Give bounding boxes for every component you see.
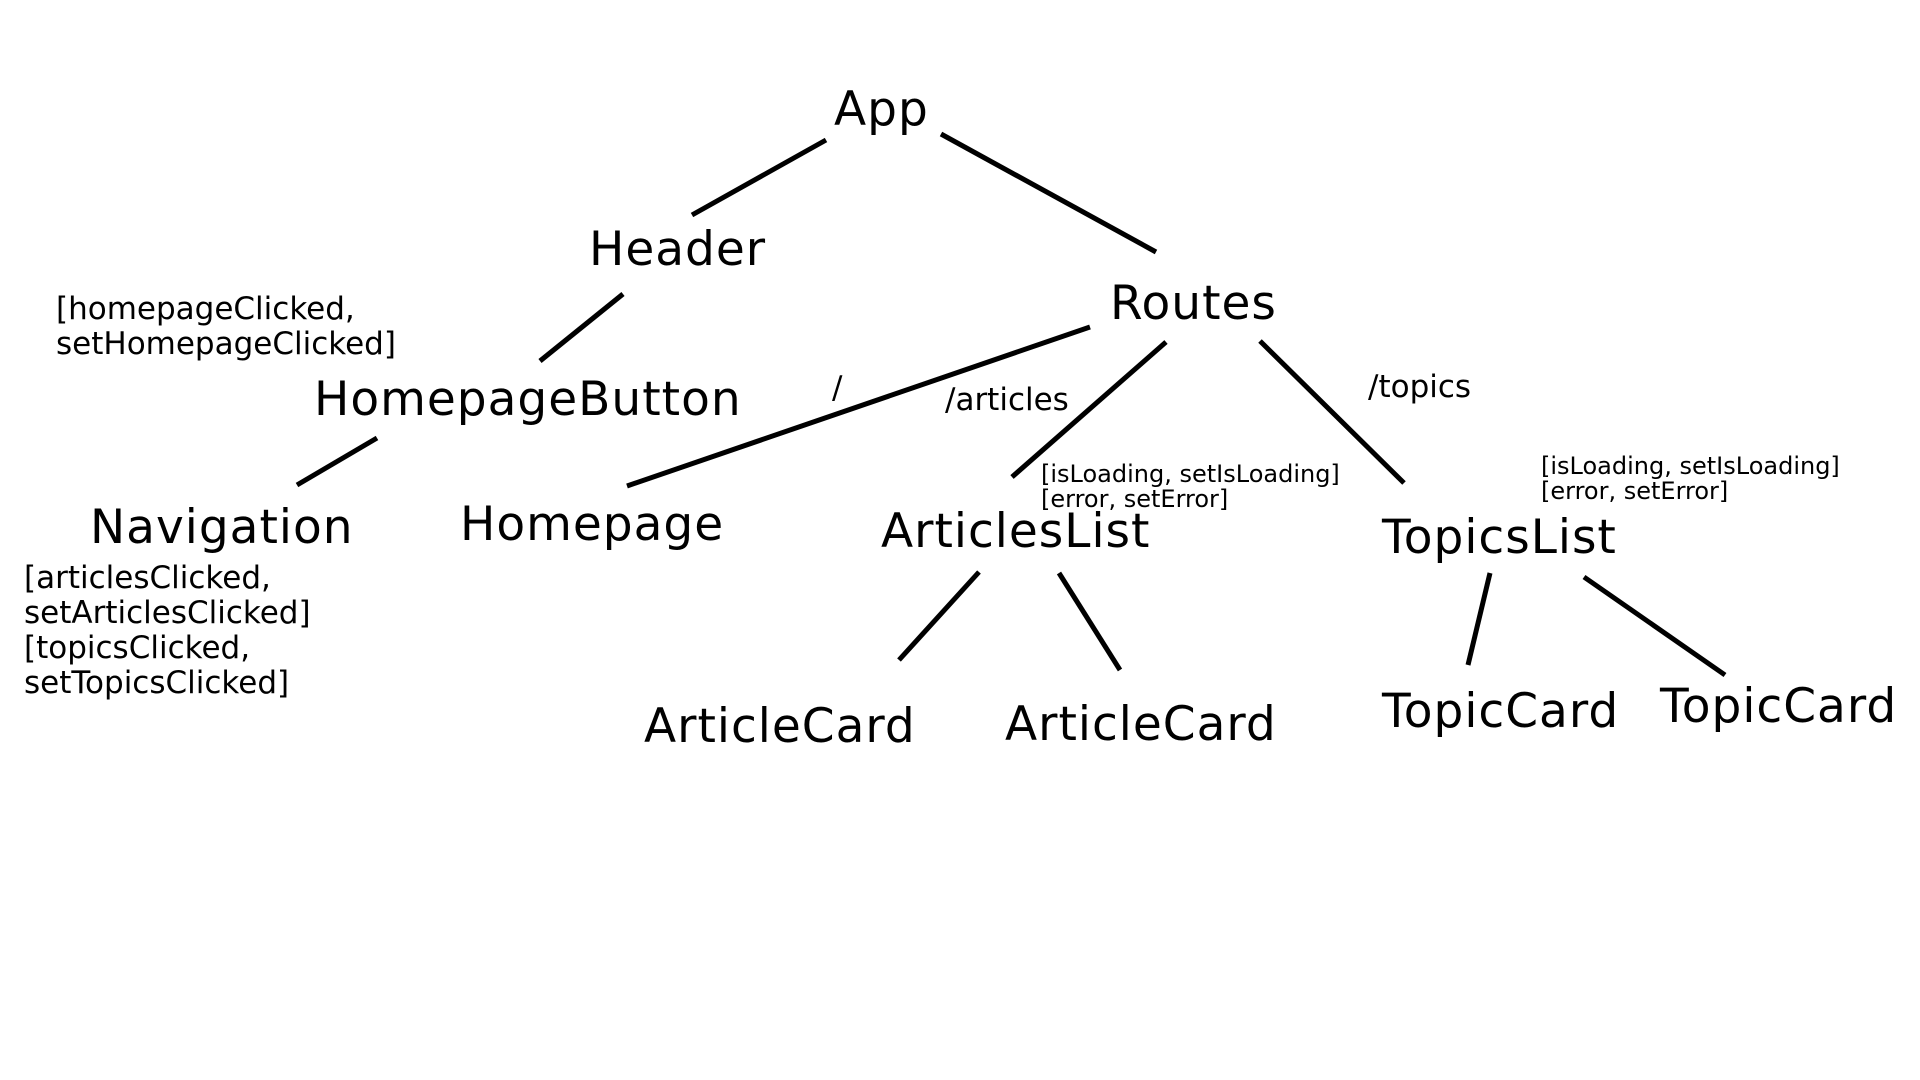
route-label-topics: /topics — [1368, 369, 1472, 405]
state-navigation: [articlesClicked, setArticlesClicked] [t… — [24, 560, 311, 701]
node-app: App — [834, 82, 929, 137]
edge-app-header — [690, 137, 828, 218]
state-articles-list: [isLoading, setIsLoading] [error, setErr… — [1041, 460, 1340, 513]
node-article-card-2: ArticleCard — [1005, 697, 1277, 752]
edge-topicslist-topiccard-2 — [1582, 574, 1727, 678]
edge-routes-topicslist — [1258, 339, 1406, 485]
route-label-articles: /articles — [945, 382, 1069, 418]
node-homepage-button: HomepageButton — [314, 372, 742, 427]
edge-articleslist-articlecard-2 — [1056, 571, 1123, 672]
node-routes: Routes — [1110, 276, 1277, 331]
node-topics-list: TopicsList — [1382, 510, 1617, 565]
edge-routes-homepage — [626, 324, 1091, 489]
node-navigation: Navigation — [90, 500, 354, 555]
edge-topicslist-topiccard-1 — [1465, 572, 1493, 666]
edge-app-routes — [939, 131, 1158, 255]
state-homepage-button: [homepageClicked, setHomepageClicked] — [56, 291, 396, 362]
node-homepage: Homepage — [460, 497, 725, 552]
edge-header-homepagebutton — [538, 292, 625, 363]
node-articles-list: ArticlesList — [881, 504, 1151, 559]
node-article-card-1: ArticleCard — [644, 699, 916, 754]
node-header: Header — [589, 222, 767, 277]
node-topic-card-1: TopicCard — [1382, 684, 1620, 739]
edge-homepagebutton-navigation — [295, 435, 379, 488]
route-label-root: / — [832, 370, 843, 406]
edge-routes-articleslist — [1010, 340, 1168, 479]
edge-articleslist-articlecard-1 — [897, 570, 981, 662]
state-topics-list: [isLoading, setIsLoading] [error, setErr… — [1541, 452, 1840, 505]
node-topic-card-2: TopicCard — [1660, 679, 1898, 734]
